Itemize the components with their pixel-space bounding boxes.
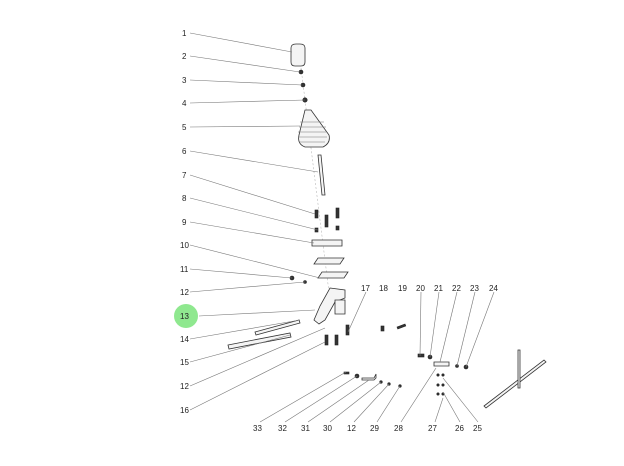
callout[interactable]: 24 [489,284,498,293]
callout[interactable]: 23 [470,284,479,293]
bracket-22 [433,361,450,367]
shift-knob [290,43,306,67]
gasket-10b [317,271,349,279]
callout[interactable]: 11 [180,265,189,274]
cable-rod-14 [254,319,301,336]
callout[interactable]: 5 [182,123,187,132]
callout[interactable]: 22 [452,284,461,293]
callout[interactable]: 10 [180,241,189,250]
callout[interactable]: 8 [182,194,187,203]
callout[interactable]: 17 [361,284,370,293]
callout[interactable]: 29 [370,424,379,433]
shift-lever [317,154,326,196]
cable-15 [227,332,292,350]
callout[interactable]: 31 [301,424,310,433]
gasket-10a [313,257,345,265]
callout[interactable]: 6 [182,147,187,156]
callout[interactable]: 33 [253,424,262,433]
callout[interactable]: 15 [180,358,189,367]
callout[interactable]: 7 [182,171,187,180]
shift-boot [298,109,330,148]
callout[interactable]: 12 [180,382,189,391]
callout[interactable]: 1 [182,29,187,38]
callout[interactable]: 14 [180,335,189,344]
callout[interactable]: 28 [394,424,403,433]
callout[interactable]: 4 [182,99,187,108]
callout[interactable]: 9 [182,218,187,227]
shifter-bracket-13 [313,287,346,325]
callout[interactable]: 25 [473,424,482,433]
linkage-rod [483,359,547,409]
callout[interactable]: 3 [182,76,187,85]
top-callouts: 17 18 19 20 21 22 23 24 [361,284,498,293]
callout[interactable]: 26 [455,424,464,433]
callout[interactable]: 2 [182,52,187,61]
bolts-16 [324,324,350,346]
left-callouts: 1 2 3 4 5 6 7 8 9 10 11 12 13 14 15 12 1… [180,29,189,415]
callout[interactable]: 20 [416,284,425,293]
pin-19 [396,323,407,330]
plate-9 [311,239,343,247]
fasteners-25-27 [436,373,445,396]
bolts-7-8 [314,207,340,233]
bolt-20 [417,353,425,358]
callout[interactable]: 18 [379,284,388,293]
callout[interactable]: 19 [398,284,407,293]
callout-highlighted[interactable]: 13 [180,312,189,321]
pin-18 [380,325,385,332]
callout[interactable]: 12 [347,424,356,433]
callout[interactable]: 27 [428,424,437,433]
callout[interactable]: 12 [180,288,189,297]
callout[interactable]: 32 [278,424,287,433]
callout[interactable]: 21 [434,284,443,293]
callout[interactable]: 16 [180,406,189,415]
leader-lines [189,32,495,423]
fasteners-29-33 [343,371,402,388]
callout[interactable]: 30 [323,424,332,433]
parts-drawing [227,43,547,409]
bottom-callouts: 33 32 31 30 12 29 28 27 26 25 [253,424,482,433]
callout-highlight [174,304,198,328]
